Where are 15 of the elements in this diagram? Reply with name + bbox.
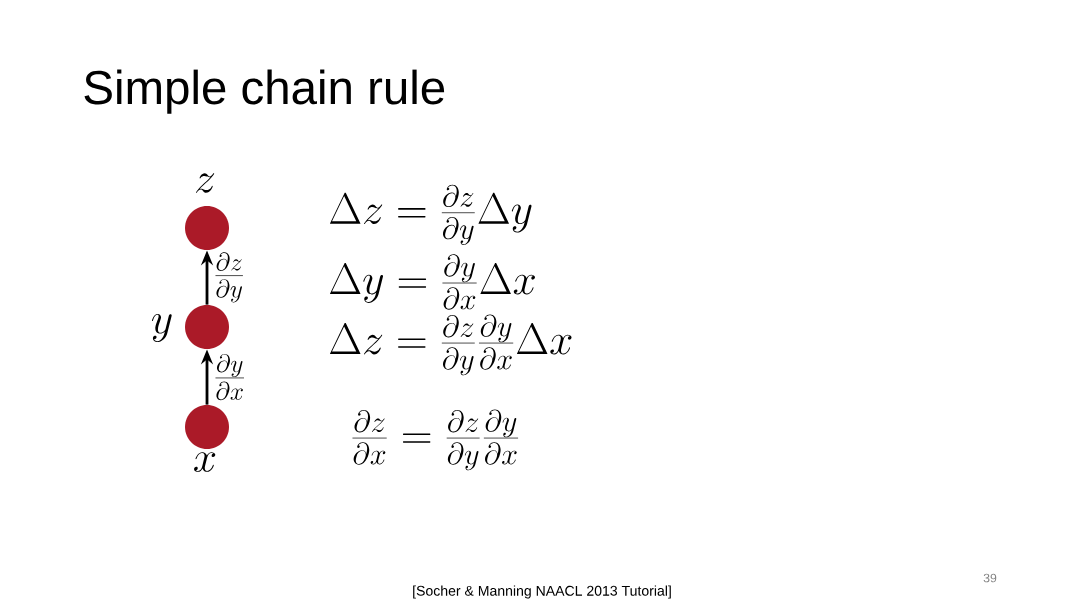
page-number: 39	[983, 573, 997, 583]
equation: $\Delta y = \frac{\partial y}{\partial x}\Delta x$	[330, 254, 535, 310]
citation: [Socher & Manning NAACL 2013 Tutorial]	[413, 585, 671, 599]
node-circle	[185, 405, 229, 449]
equation: $\Delta z = \frac{\partial z}{\partial y}\frac{\partial y}{\partial x}\Delta x$	[330, 314, 572, 376]
edge-label: $\frac{\partial z}{\partial y}$	[215, 252, 243, 303]
node-circle	[185, 305, 229, 349]
edge-label: $\frac{\partial y}{\partial x}$	[215, 353, 244, 401]
slide-title: Simple chain rule	[84, 69, 445, 114]
equation: $\frac{\partial z}{\partial x} = \frac{\partial z}{\partial y}\frac{\partial y}{\partial x}$	[352, 409, 519, 471]
node-label: $x$	[194, 452, 216, 472]
equation: $\Delta z = \frac{\partial z}{\partial y}\Delta y$	[330, 184, 532, 245]
node-label: $y$	[151, 313, 172, 343]
node-label: $z$	[195, 173, 215, 193]
node-circle	[185, 206, 229, 250]
